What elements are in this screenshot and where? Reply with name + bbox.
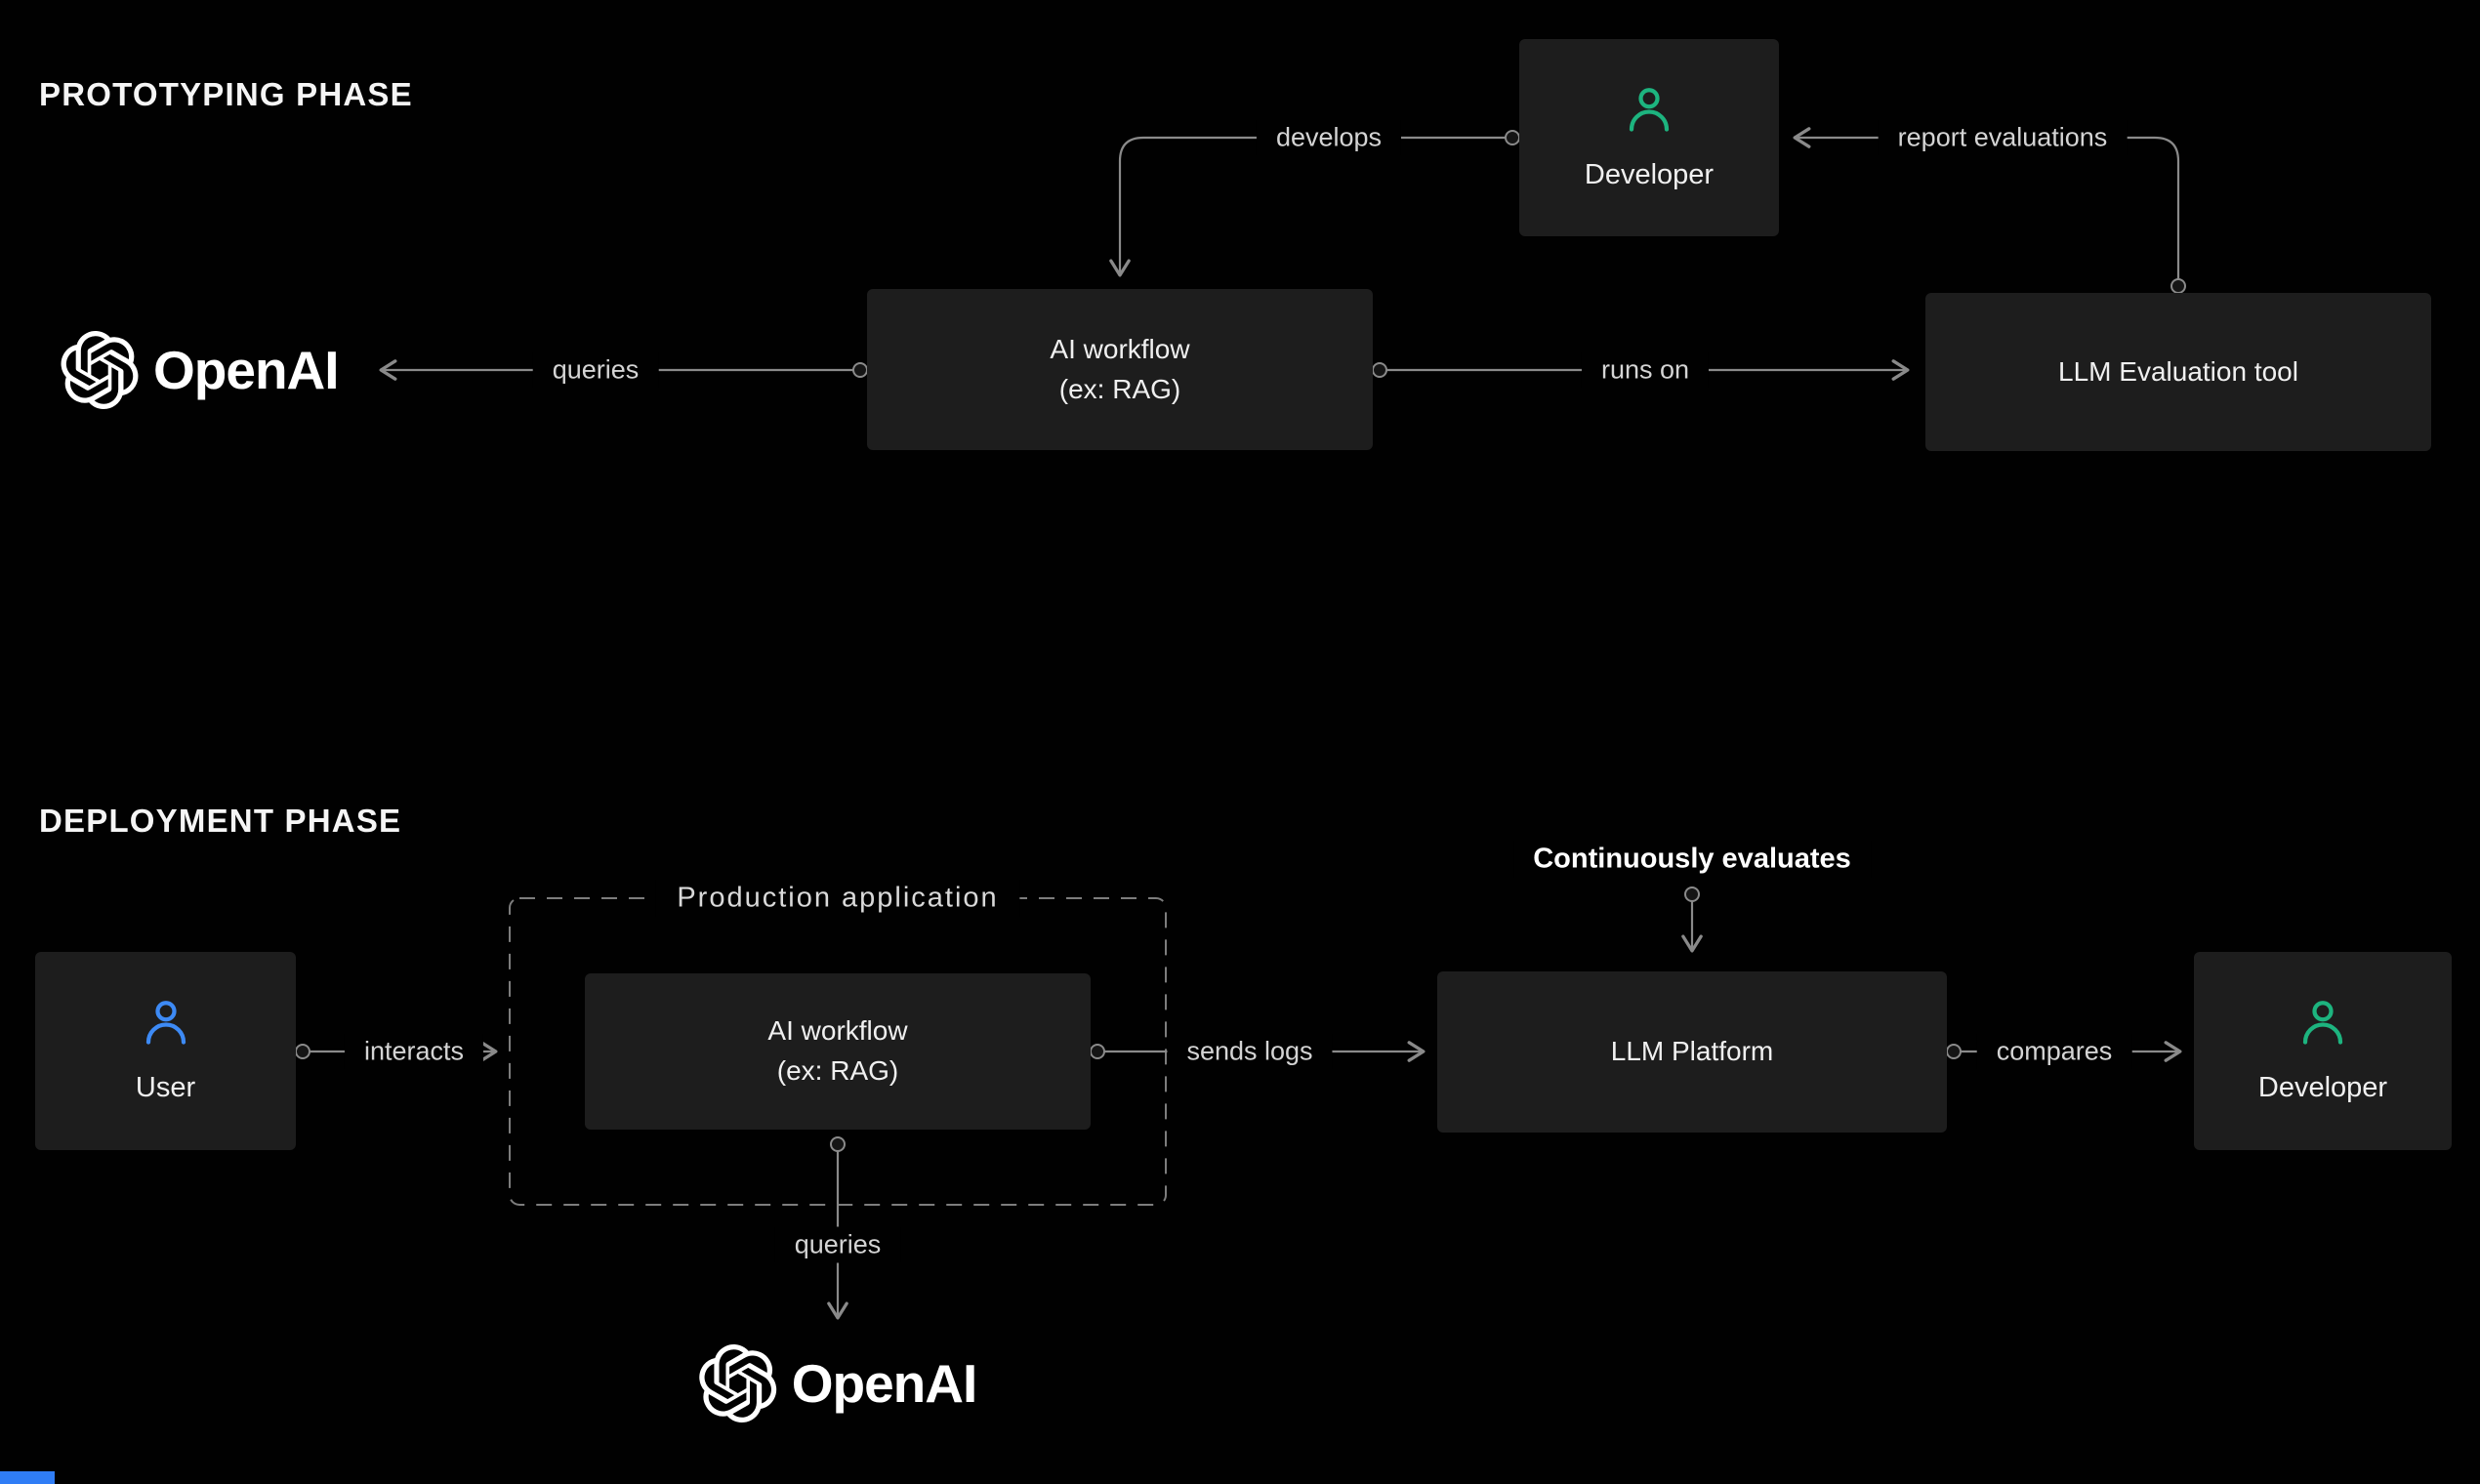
- queries-label-deployment: queries: [774, 1226, 901, 1263]
- bottom-left-progress-artifact: [0, 1471, 55, 1484]
- developer-label: Developer: [1584, 158, 1715, 190]
- openai-logo-icon: [61, 331, 139, 410]
- llm-platform-label: LLM Platform: [1610, 1036, 1774, 1067]
- sends-logs-label: sends logs: [1167, 1033, 1333, 1070]
- deployment-phase-title: DEPLOYMENT PHASE: [39, 803, 402, 839]
- openai-wordmark: OpenAI: [791, 1353, 978, 1414]
- ai-workflow-label-line2: (ex: RAG): [1058, 373, 1181, 404]
- developer-icon: [2294, 993, 2352, 1051]
- report-evaluations-connector: [1793, 127, 2186, 294]
- continuously-evaluates-label: Continuously evaluates: [1513, 840, 1871, 879]
- user-node: User: [35, 952, 296, 1150]
- queries-label-prototyping: queries: [532, 351, 659, 389]
- ai-workflow-label-line2: (ex: RAG): [776, 1055, 899, 1086]
- llm-evaluation-tool-node: LLM Evaluation tool: [1925, 293, 2431, 451]
- continuously-evaluates-connector: [1681, 886, 1703, 953]
- developer-node-deployment: Developer: [2194, 952, 2452, 1150]
- user-label: User: [135, 1072, 196, 1104]
- openai-logo-icon: [699, 1344, 777, 1423]
- openai-logo-deployment: OpenAI: [699, 1341, 977, 1425]
- prototyping-phase-title: PROTOTYPING PHASE: [39, 76, 413, 112]
- interacts-label: interacts: [344, 1033, 484, 1070]
- ai-workflow-label-line1: AI workflow: [1050, 333, 1190, 364]
- developer-node-prototyping: Developer: [1519, 39, 1779, 236]
- openai-logo-prototyping: OpenAI: [61, 328, 340, 412]
- user-icon: [137, 993, 195, 1051]
- developer-icon: [1620, 80, 1678, 139]
- ai-workflow-label-line1: AI workflow: [767, 1015, 908, 1047]
- llm-platform-node: LLM Platform: [1437, 971, 1947, 1133]
- developer-label: Developer: [2257, 1072, 2388, 1104]
- runs-on-label: runs on: [1581, 351, 1710, 389]
- production-application-title: Production application: [655, 879, 1020, 918]
- develops-label: develops: [1256, 119, 1402, 156]
- llm-evaluation-tool-label: LLM Evaluation tool: [2058, 355, 2298, 387]
- compares-label: compares: [1976, 1033, 2132, 1070]
- ai-workflow-node-deployment: AI workflow (ex: RAG): [585, 973, 1091, 1130]
- ai-workflow-node-prototyping: AI workflow (ex: RAG): [867, 289, 1373, 450]
- report-evaluations-label: report evaluations: [1878, 119, 2128, 156]
- openai-wordmark: OpenAI: [153, 340, 340, 400]
